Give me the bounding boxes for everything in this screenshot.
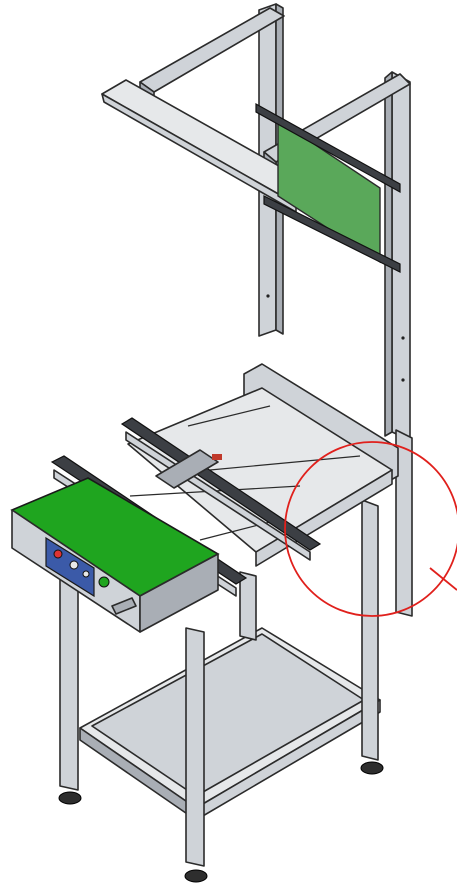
leg-front-left xyxy=(59,571,79,791)
upper-slide-rail xyxy=(255,102,401,194)
control-box xyxy=(10,477,220,633)
leveling-foot xyxy=(58,791,82,805)
emergency-stop-button xyxy=(53,549,63,559)
speed-knob xyxy=(69,560,79,570)
mode-switch xyxy=(82,570,90,578)
leveling-foot xyxy=(184,869,208,883)
roller xyxy=(187,405,271,427)
roller xyxy=(209,455,361,471)
conveyor-rail-rear xyxy=(120,417,322,551)
front-right-tall-post xyxy=(395,429,413,617)
width-adjust-carriage xyxy=(155,449,219,489)
upper-frame xyxy=(101,3,413,617)
detail-callout xyxy=(284,441,457,617)
callout-circle xyxy=(284,441,457,617)
rear-right-post xyxy=(391,71,411,441)
leg-rear-left xyxy=(239,571,257,641)
lower-slide-rail xyxy=(263,195,401,273)
green-back-panel xyxy=(277,118,381,264)
leg-front-center xyxy=(185,627,205,867)
power-indicator xyxy=(98,576,110,588)
lower-stand xyxy=(58,499,384,883)
adjust-handle xyxy=(111,597,137,615)
stop-marker xyxy=(212,454,222,460)
leveling-foot xyxy=(360,761,384,775)
callout-leader xyxy=(429,567,457,591)
leg-right xyxy=(361,499,379,761)
